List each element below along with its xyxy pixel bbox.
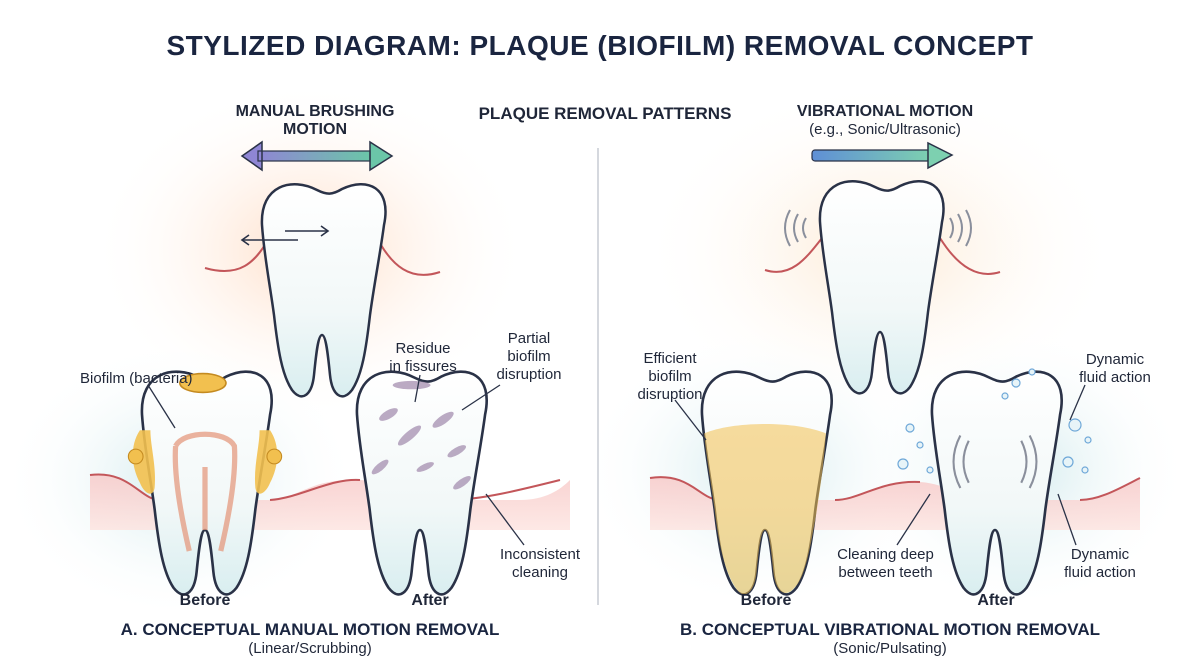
label-dynamic-bottom-line1: Dynamic — [1070, 546, 1130, 563]
label-partial-line3: disruption — [496, 366, 562, 383]
label-efficient-line1: Efficient — [643, 350, 697, 367]
manual-before-tooth — [127, 370, 283, 596]
fluid-bubbles-icon — [897, 368, 1092, 474]
label-inconsistent-line1: Inconsistent — [499, 546, 581, 563]
label-residue-line2: in fissures — [389, 358, 457, 375]
label-residue: Residue in fissures — [378, 340, 468, 376]
manual-after-label: After — [411, 592, 449, 609]
label-deep-line2: between teeth — [838, 564, 933, 581]
label-biofilm: Biofilm (bacteria) — [80, 370, 193, 387]
callout-lines — [147, 374, 1086, 546]
center-heading: PLAQUE REMOVAL PATTERNS — [478, 104, 732, 123]
label-partial-line2: biofilm — [507, 348, 551, 365]
label-residue-line1: Residue — [395, 340, 451, 357]
vibrational-after-tooth — [930, 370, 1064, 596]
vibrational-before-label: Before — [740, 592, 792, 609]
vibration-motion-arrow — [811, 141, 954, 170]
vibrational-heading-line2: (e.g., Sonic/Ultrasonic) — [809, 121, 961, 138]
label-deep-line1: Cleaning deep — [837, 546, 934, 563]
label-cleaning-deep: Cleaning deep between teeth — [823, 546, 948, 582]
label-dynamic-fluid-bottom: Dynamic fluid action — [1045, 546, 1155, 582]
upper-right-gum — [764, 237, 1001, 275]
vibrational-caption: B. CONCEPTUAL VIBRATIONAL MOTION REMOVAL — [680, 620, 1100, 639]
vibrational-before-tooth — [700, 370, 834, 596]
manual-motion-arrow — [240, 140, 394, 172]
vibration-waves-icon — [784, 209, 972, 247]
label-efficient-disruption: Efficient biofilm disruption — [615, 350, 725, 404]
vibrational-heading: VIBRATIONAL MOTION (e.g., Sonic/Ultrason… — [770, 103, 1000, 138]
label-dynamic-fluid-top: Dynamic fluid action — [1060, 351, 1170, 387]
manual-heading-line1: MANUAL BRUSHING — [235, 103, 395, 120]
small-motion-arrows — [240, 225, 330, 246]
label-dynamic-bottom-line2: fluid action — [1064, 564, 1136, 581]
manual-before-label: Before — [179, 592, 231, 609]
manual-caption-sub: (Linear/Scrubbing) — [248, 640, 372, 657]
label-inconsistent-line2: cleaning — [512, 564, 568, 581]
manual-heading: MANUAL BRUSHING MOTION — [205, 103, 425, 139]
manual-after-tooth — [355, 370, 489, 596]
label-inconsistent-cleaning: Inconsistent cleaning — [490, 546, 590, 582]
vibrational-caption-sub: (Sonic/Pulsating) — [833, 640, 947, 657]
page-title: STYLIZED DIAGRAM: PLAQUE (BIOFILM) REMOV… — [166, 30, 1034, 61]
label-efficient-line2: biofilm — [648, 368, 692, 385]
manual-caption: A. CONCEPTUAL MANUAL MOTION REMOVAL — [120, 620, 500, 639]
vibrational-after-label: After — [977, 592, 1015, 609]
label-partial-line1: Partial — [507, 330, 551, 347]
label-dynamic-top-line2: fluid action — [1079, 369, 1151, 386]
manual-heading-line2: MOTION — [283, 121, 347, 138]
vibrational-heading-line1: VIBRATIONAL MOTION — [796, 103, 974, 120]
label-partial-disruption: Partial biofilm disruption — [474, 330, 584, 384]
label-dynamic-top-line1: Dynamic — [1085, 351, 1145, 368]
label-efficient-line3: disruption — [637, 386, 703, 403]
